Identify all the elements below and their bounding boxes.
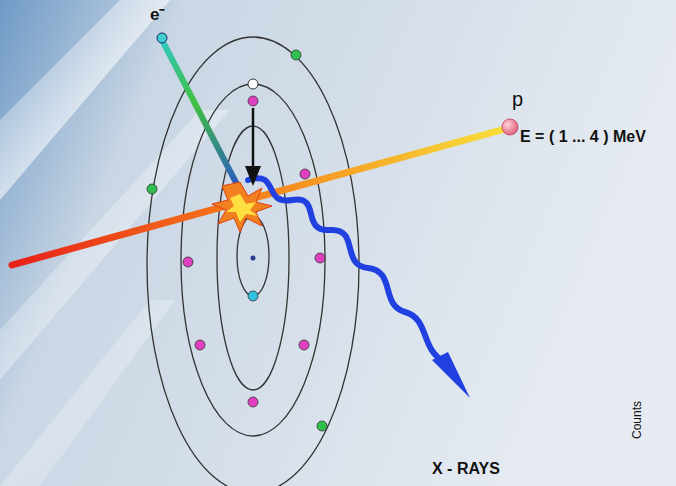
energy-label: E = ( 1 ... 4 ) MeV: [520, 128, 646, 146]
xray-label: X - RAYS: [432, 460, 500, 478]
proton-label: p: [512, 88, 523, 111]
electron-label: e⁻: [150, 2, 165, 25]
axis-label: Counts: [630, 401, 644, 439]
